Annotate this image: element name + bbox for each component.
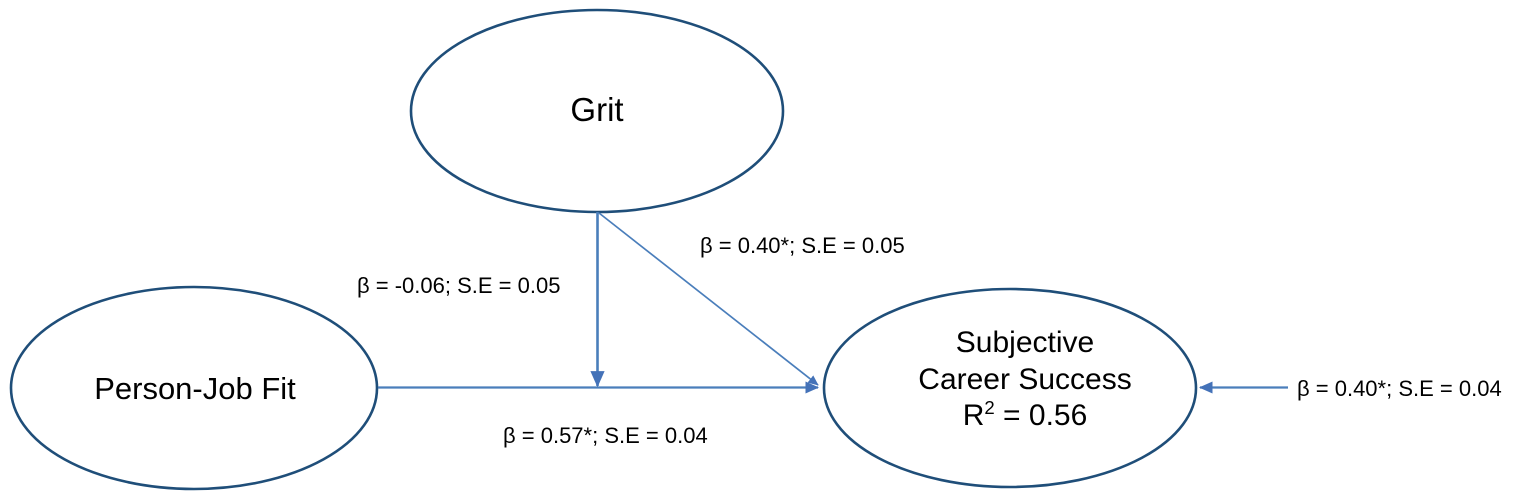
node-ellipse-subjective-career-success[interactable]: [822, 287, 1198, 489]
arrow-grit-to-success[interactable]: [598, 212, 819, 386]
node-ellipse-person-job-fit[interactable]: [9, 285, 379, 491]
node-ellipse-grit[interactable]: [409, 8, 785, 214]
